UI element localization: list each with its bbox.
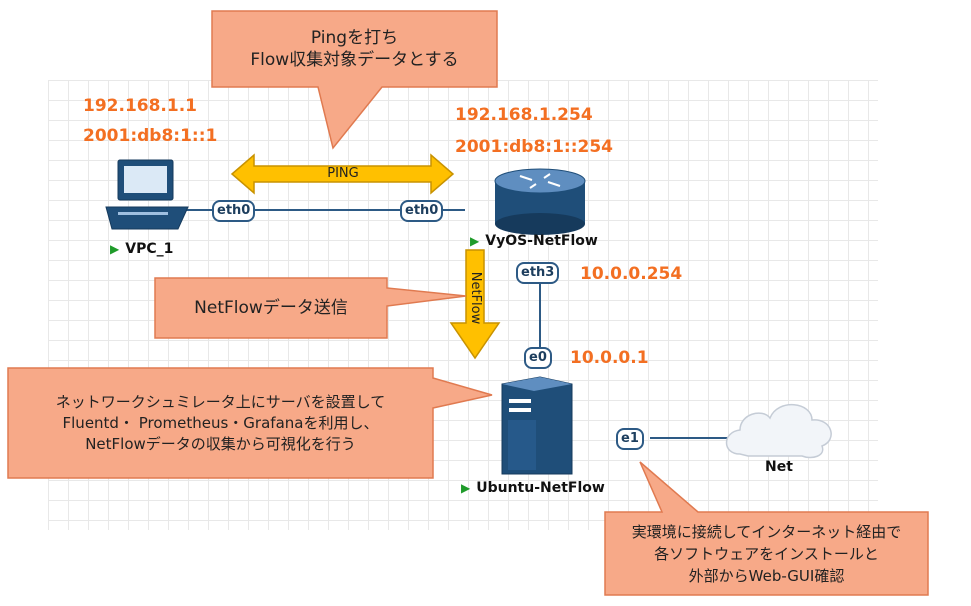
start-marker-icon: ▶ <box>461 481 471 495</box>
vyos-eth3-port[interactable]: eth3 <box>516 262 560 284</box>
start-marker-icon: ▶ <box>470 234 480 248</box>
callout-ubuntu-line1: ネットワークシュミレータ上にサーバを設置して <box>55 393 386 411</box>
vpc-ipv6-address: 2001:db8:1::1 <box>83 126 218 146</box>
vpc-eth0-port[interactable]: eth0 <box>212 200 256 222</box>
server-icon <box>501 376 573 475</box>
callout-ubuntu-line3: NetFlowデータの収集から可視化を行う <box>85 435 356 453</box>
node-vyos-label: VyOS-NetFlow <box>485 233 598 249</box>
callout-ping-line1: Pingを打ち <box>310 28 399 48</box>
node-net-label: Net <box>765 459 793 475</box>
ubuntu-e1-port[interactable]: e1 <box>616 428 644 450</box>
node-vpc-label: VPC_1 <box>125 241 174 257</box>
start-marker-icon: ▶ <box>110 242 120 256</box>
callout-ubuntu-line2: Fluentd・ Prometheus・Grafanaを利用し、 <box>62 414 379 432</box>
vyos-eth3-address: 10.0.0.254 <box>580 264 683 284</box>
callout-internet-line1: 実環境に接続してインターネット経由で <box>631 523 902 541</box>
node-ubuntu[interactable]: ▶ Ubuntu-NetFlow <box>461 480 605 496</box>
vyos-eth0-port[interactable]: eth0 <box>400 200 444 222</box>
vpc-ipv4-address: 192.168.1.1 <box>83 96 198 116</box>
netflow-arrow <box>449 249 501 360</box>
node-ubuntu-label: Ubuntu-NetFlow <box>476 480 605 496</box>
ubuntu-e0-address: 10.0.0.1 <box>570 348 649 368</box>
callout-netflow-send-text: NetFlowデータ送信 <box>155 297 387 319</box>
computer-icon <box>105 159 189 230</box>
node-vpc[interactable]: ▶ VPC_1 <box>110 241 173 257</box>
callout-internet-line2: 各ソフトウェアをインストールと <box>654 545 879 563</box>
callout-ubuntu-text: ネットワークシュミレータ上にサーバを設置して Fluentd・ Promethe… <box>8 392 433 455</box>
router-icon <box>494 168 586 235</box>
vyos-ipv4-address: 192.168.1.254 <box>455 105 593 125</box>
vyos-ipv6-address: 2001:db8:1::254 <box>455 137 613 157</box>
ping-arrow-label: PING <box>327 166 359 181</box>
callout-internet <box>604 461 929 596</box>
callout-internet-text: 実環境に接続してインターネット経由で 各ソフトウェアをインストールと 外部からW… <box>605 521 928 587</box>
ping-arrow <box>230 153 455 195</box>
callout-ping <box>211 10 498 150</box>
netflow-arrow-label: NetFlow <box>468 271 483 325</box>
callout-netflow-send <box>154 277 467 339</box>
node-net[interactable]: Net <box>765 459 793 475</box>
ubuntu-e0-port[interactable]: e0 <box>524 347 552 369</box>
callout-internet-line3: 外部からWeb-GUI確認 <box>688 567 845 585</box>
callout-ping-text: Pingを打ち Flow収集対象データとする <box>212 27 497 71</box>
cloud-icon <box>725 403 832 459</box>
node-vyos[interactable]: ▶ VyOS-NetFlow <box>470 233 598 249</box>
callout-ping-line2: Flow収集対象データとする <box>250 50 459 70</box>
callout-netflow-send-line: NetFlowデータ送信 <box>194 298 348 318</box>
callout-ubuntu <box>7 367 493 479</box>
